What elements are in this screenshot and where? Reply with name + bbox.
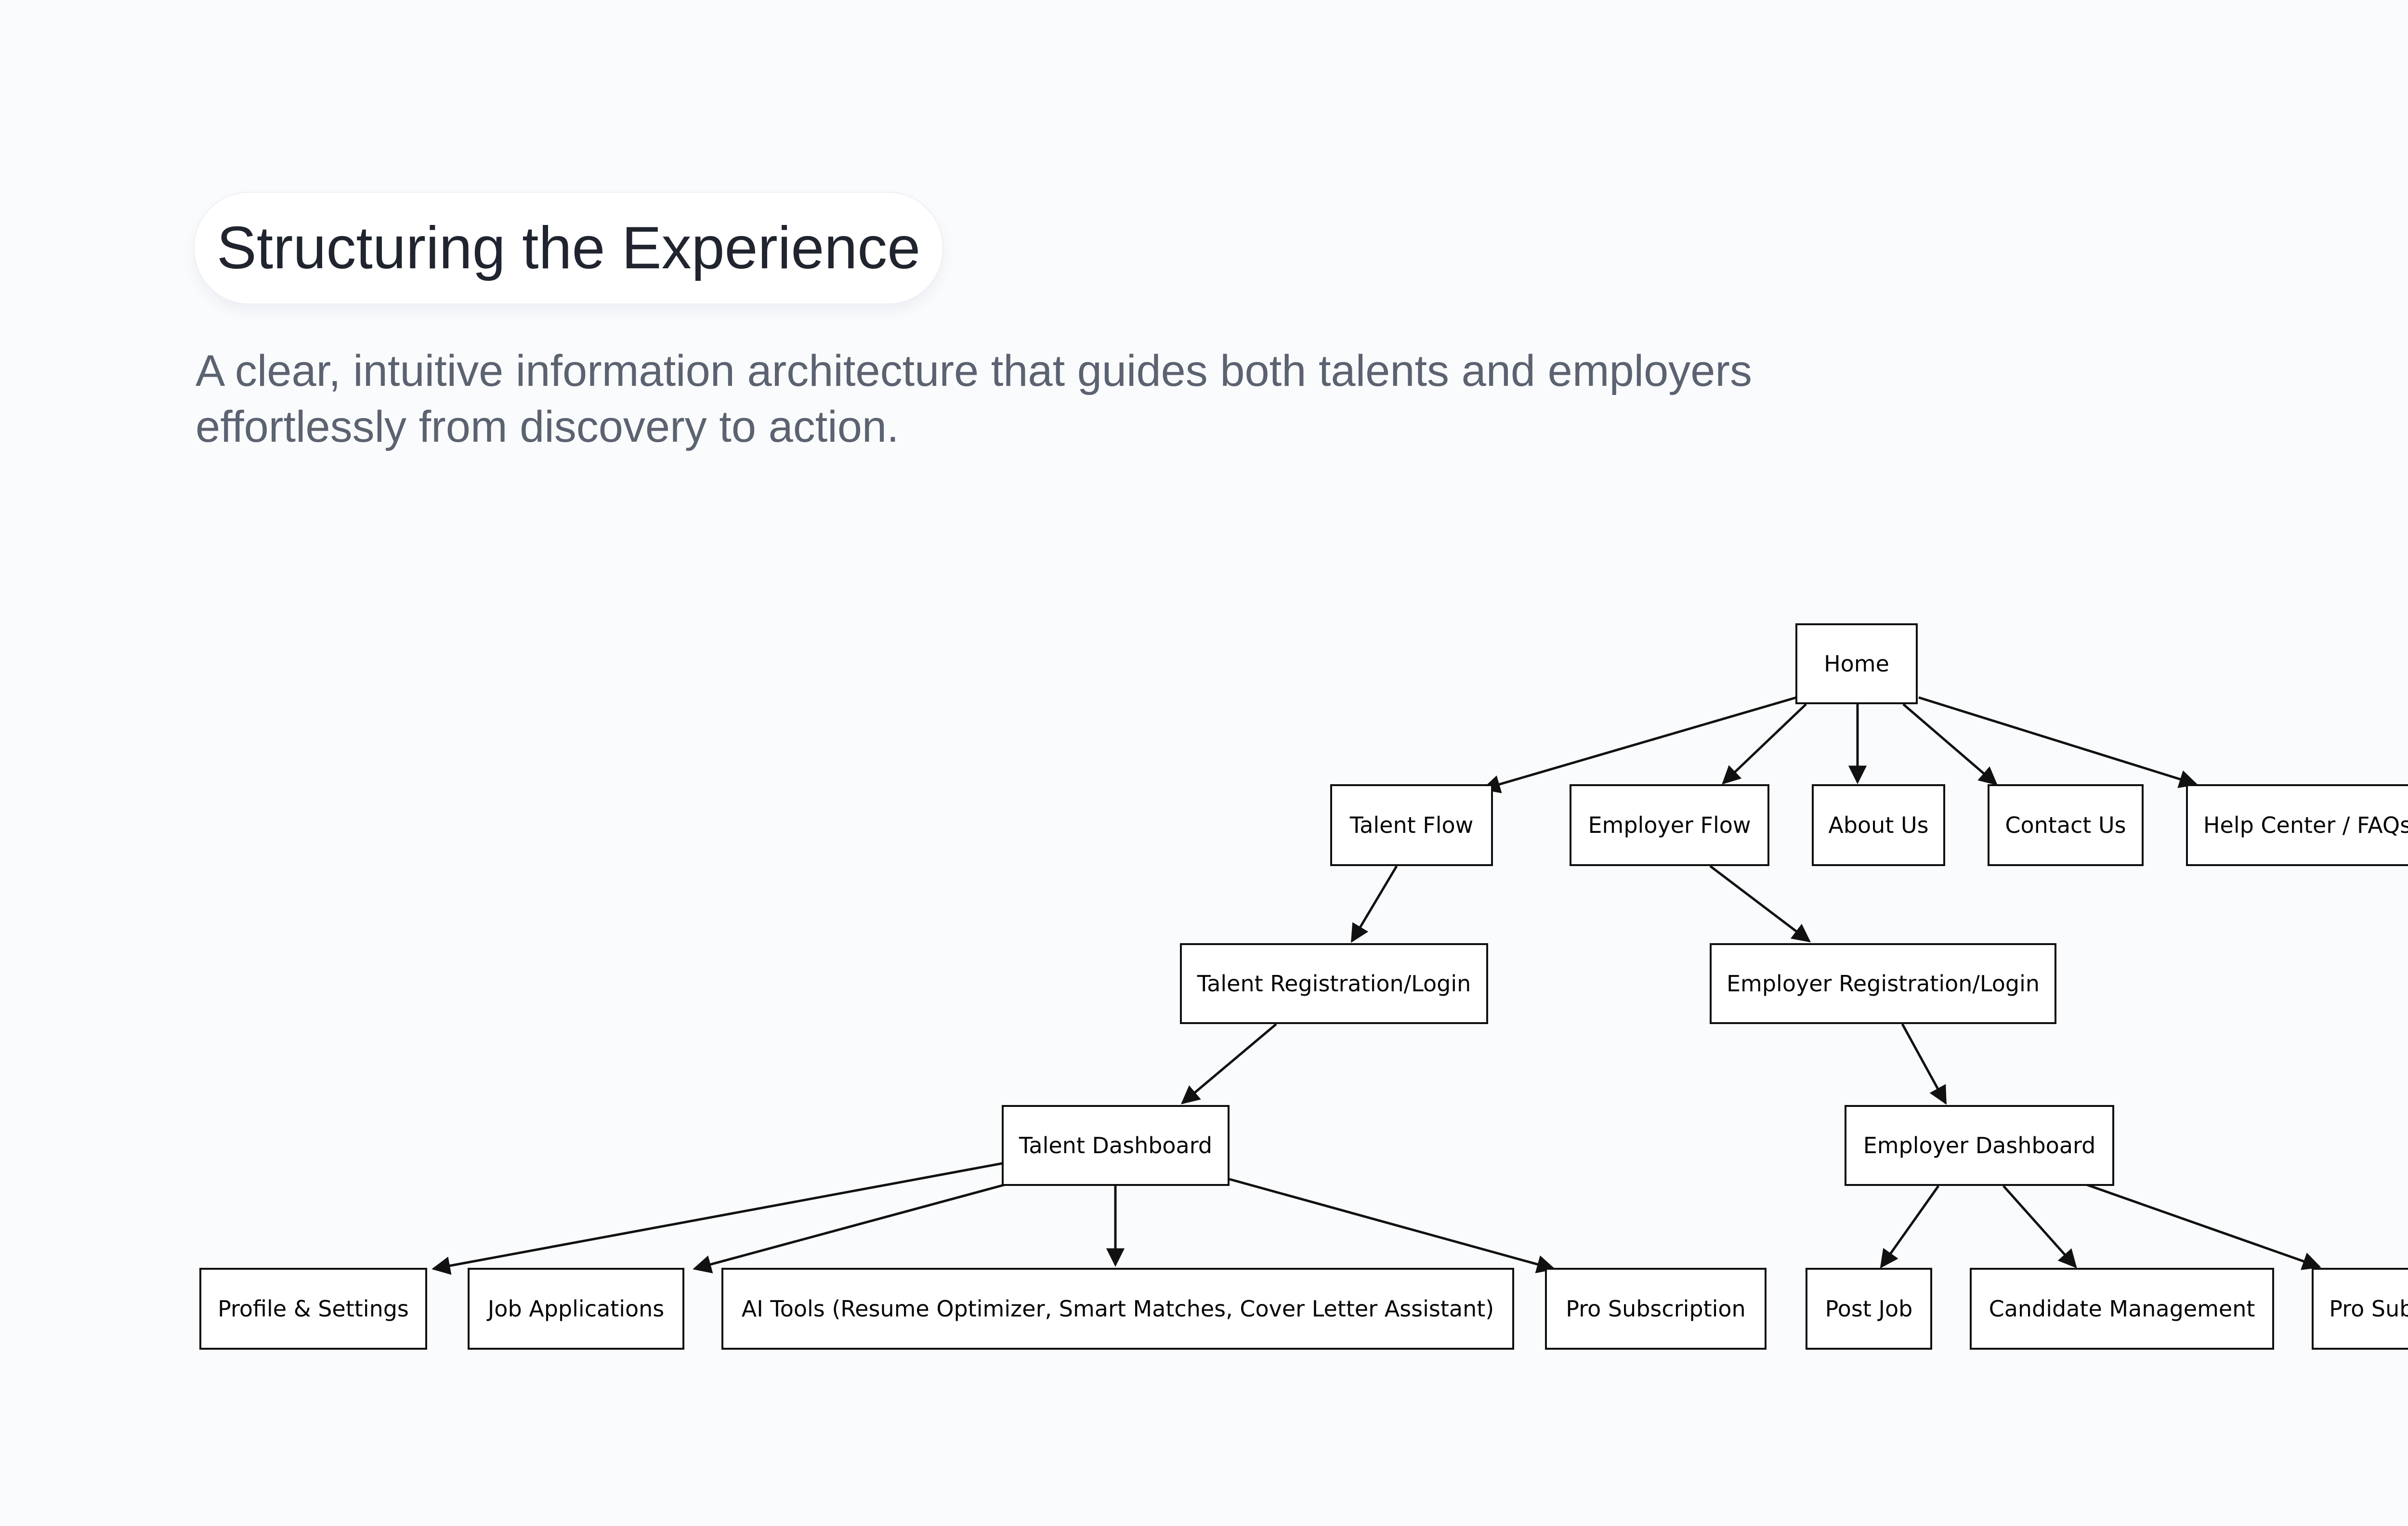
node-job-applications: Job Applications	[468, 1268, 684, 1350]
title-chip: Structuring the Experience	[194, 192, 944, 304]
node-employer-dashboard: Employer Dashboard	[1845, 1105, 2114, 1186]
node-employer-flow: Employer Flow	[1570, 784, 1769, 866]
node-about-us: About Us	[1812, 784, 1945, 866]
subtitle-line-1: A clear, intuitive information architect…	[196, 346, 1753, 395]
node-help-center-faqs: Help Center / FAQs	[2186, 784, 2408, 866]
node-employer-registration-login: Employer Registration/Login	[1710, 943, 2056, 1024]
node-contact-us: Contact Us	[1988, 784, 2144, 866]
node-ai-tools: AI Tools (Resume Optimizer, Smart Matche…	[721, 1268, 1514, 1350]
node-candidate-management: Candidate Management	[1970, 1268, 2274, 1350]
node-talent-dashboard: Talent Dashboard	[1002, 1105, 1230, 1186]
node-home: Home	[1795, 623, 1918, 704]
node-talent-flow: Talent Flow	[1330, 784, 1493, 866]
page-title: Structuring the Experience	[217, 215, 921, 281]
node-profile-settings: Profile & Settings	[199, 1268, 427, 1350]
node-post-job: Post Job	[1806, 1268, 1932, 1350]
node-pro-subscription-employer: Pro Subscription	[2312, 1268, 2408, 1350]
node-talent-registration-login: Talent Registration/Login	[1180, 943, 1488, 1024]
subtitle-line-2: effortlessly from discovery to action.	[196, 402, 899, 451]
node-pro-subscription-talent: Pro Subscription	[1545, 1268, 1767, 1350]
page-subtitle: A clear, intuitive information architect…	[196, 343, 1752, 455]
